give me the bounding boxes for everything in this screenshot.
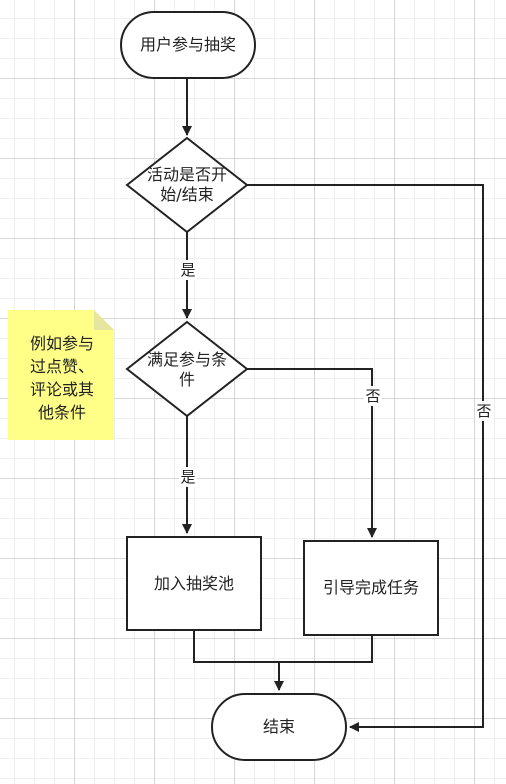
connector-join-to-end (193, 631, 284, 691)
decision-condition-text: 满足参与条 件 (137, 350, 237, 390)
note-line: 例如参与 (29, 334, 94, 353)
edge-label-no-condition: 否 (364, 386, 382, 406)
sticky-note-fold (94, 310, 114, 330)
start-label: 用户参与抽奖 (139, 35, 236, 54)
decision-active-diamond (125, 136, 249, 234)
connector-guide-to-end (279, 636, 373, 663)
note-line: 评论或其 (29, 380, 94, 399)
edge-label-no-active: 否 (475, 401, 493, 421)
note-line: 过点赞、 (29, 357, 94, 376)
start-node: 用户参与抽奖 (120, 11, 256, 79)
decision-condition-diamond (125, 320, 249, 418)
decision-active-line: 活动是否开 (146, 165, 227, 184)
connector-condition-no (247, 368, 377, 538)
connector-active-no (247, 184, 484, 732)
note-line: 他条件 (37, 403, 86, 422)
end-node: 结束 (211, 693, 347, 761)
edge-label-yes-condition: 是 (179, 467, 197, 487)
edge-label-yes-active: 是 (179, 260, 197, 280)
guide-task-node: 引导完成任务 (303, 540, 439, 636)
sticky-note-text: 例如参与 过点赞、 评论或其 他条件 (10, 332, 114, 424)
end-label: 结束 (262, 717, 295, 736)
join-pool-node: 加入抽奖池 (126, 536, 262, 631)
decision-active-line: 始/结束 (160, 185, 214, 204)
guide-task-label: 引导完成任务 (322, 578, 419, 597)
decision-active-text: 活动是否开 始/结束 (137, 165, 237, 205)
decision-condition-line: 件 (178, 370, 195, 389)
decision-condition-line: 满足参与条 (146, 350, 227, 369)
sticky-note (8, 310, 114, 440)
join-pool-label: 加入抽奖池 (153, 573, 234, 593)
